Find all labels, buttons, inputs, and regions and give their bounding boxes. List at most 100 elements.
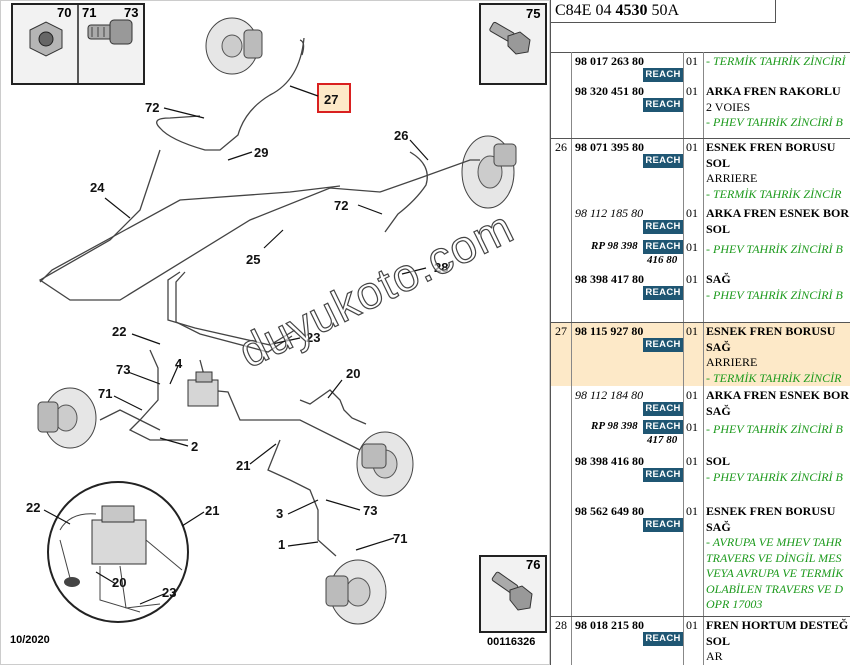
replacement-part-number-suffix: 416 80	[647, 254, 678, 266]
callout-71-lower: 71	[393, 531, 407, 546]
callout-24: 24	[90, 180, 105, 195]
replacement-part-number[interactable]: RP 98 398	[591, 420, 638, 432]
replacement-part-number-suffix: 417 80	[647, 434, 678, 446]
part-number[interactable]: 98 398 416 80	[575, 454, 644, 468]
callout-26: 26	[394, 128, 408, 143]
description-line: - PHEV TAHRİK ZİNCİRİ B	[706, 242, 843, 256]
group-separator	[551, 616, 850, 617]
callout-20-circle: 20	[112, 575, 126, 590]
group-separator	[551, 322, 850, 323]
callout-73-lower: 73	[363, 503, 377, 518]
part-number[interactable]: 98 071 395 80	[575, 140, 644, 154]
part-number[interactable]: 98 017 263 80	[575, 54, 644, 68]
quantity: 01	[686, 454, 698, 468]
callout-29: 29	[254, 145, 268, 160]
callout-21-circle: 21	[205, 503, 219, 518]
inset-fasteners-top-left	[11, 3, 145, 85]
document-reference: C84E 04 4530 50A	[551, 0, 776, 23]
description-line: - AVRUPA VE MHEV TAHR	[706, 535, 842, 549]
reach-badge: REACH	[643, 338, 683, 352]
description-line: - TERMİK TAHRİK ZİNCİRİ	[706, 54, 846, 68]
rear-right-disc	[461, 135, 517, 209]
row-reference-number: 26	[555, 140, 567, 154]
callout-3: 3	[276, 506, 283, 521]
diagram-code: 00116326	[487, 636, 536, 648]
description-line: TRAVERS VE DİNGİL MES	[706, 550, 842, 565]
reach-badge: REACH	[643, 286, 683, 300]
description-line: - PHEV TAHRİK ZİNCİRİ B	[706, 287, 843, 302]
description-line: - TERMİK TAHRİK ZİNCİR	[706, 186, 842, 201]
callout-27: 27	[324, 92, 338, 107]
replacement-part-number[interactable]: RP 98 398	[591, 240, 638, 252]
description-line: ESNEK FREN BORUSU	[706, 504, 836, 518]
callout-25: 25	[246, 252, 260, 267]
part-number[interactable]: 98 562 649 80	[575, 504, 644, 518]
callout-73: 73	[116, 362, 130, 377]
rear-left-disc	[205, 17, 263, 75]
ref-column-divider	[571, 52, 572, 665]
inset-bolt-top-right	[479, 3, 547, 85]
reach-badge: REACH	[643, 402, 683, 416]
part-number[interactable]: 98 112 184 80	[575, 388, 644, 402]
quantity: 01	[686, 420, 698, 434]
part-number[interactable]: 98 115 927 80	[575, 324, 644, 338]
reach-badge: REACH	[643, 220, 683, 234]
description-line: - TERMİK TAHRİK ZİNCİR	[706, 370, 842, 385]
callout-2: 2	[191, 439, 198, 454]
quantity: 01	[686, 388, 698, 402]
callout-71: 71	[98, 386, 112, 401]
part-number[interactable]: 98 398 417 80	[575, 272, 644, 286]
part-number[interactable]: 98 112 185 80	[575, 206, 644, 220]
callout-20: 20	[346, 366, 360, 381]
description-line: AR	[706, 649, 723, 663]
callout-1: 1	[278, 537, 285, 552]
diagram-date: 10/2020	[10, 634, 50, 646]
inset-label-73: 73	[124, 5, 138, 20]
description-line: SAĞ	[706, 519, 731, 534]
description-line: SOL	[706, 155, 731, 170]
doc-ref-prefix: C84E 04	[555, 2, 616, 19]
description-line: 2 VOIES	[706, 99, 751, 114]
brake-line-drawing: 72 27 26 29 24 72 25 28 22 23 73 4 20 71…	[0, 0, 550, 665]
part-number[interactable]: 98 320 451 80	[575, 84, 644, 98]
row-reference-number: 27	[555, 324, 567, 338]
description-line: ARKA FREN ESNEK BOR	[706, 206, 850, 220]
description-line: SAĞ	[706, 403, 731, 418]
callout-leaders	[43, 85, 429, 605]
desc-column-divider	[703, 52, 704, 665]
description-line: SOL	[706, 454, 731, 468]
qty-column-divider	[683, 52, 684, 665]
front-right-disc	[356, 431, 414, 497]
callout-22: 22	[112, 324, 126, 339]
inset-label-70: 70	[57, 5, 71, 20]
quantity: 01	[686, 618, 698, 632]
front-lower-disc	[325, 559, 387, 625]
quantity: 01	[686, 504, 698, 518]
description-line: OLABİLEN TRAVERS VE D	[706, 581, 844, 596]
description-line: ARKA FREN ESNEK BOR	[706, 388, 850, 402]
description-line: SOL	[706, 633, 731, 648]
doc-ref-suffix: 50A	[647, 2, 680, 19]
reach-badge: REACH	[643, 154, 683, 168]
callout-23-circle: 23	[162, 585, 176, 600]
description-line: SAĞ	[706, 272, 731, 286]
callout-labels: 72 27 26 29 24 72 25 28 22 23 73 4 20 71…	[26, 92, 448, 600]
reach-badge: REACH	[643, 518, 683, 532]
reach-badge: REACH	[643, 468, 683, 482]
callout-72-right: 72	[334, 198, 348, 213]
description-line: FREN HORTUM DESTEĞ	[706, 618, 849, 632]
part-number[interactable]: 98 018 215 80	[575, 618, 644, 632]
description-line: OPR 17003	[706, 597, 763, 611]
